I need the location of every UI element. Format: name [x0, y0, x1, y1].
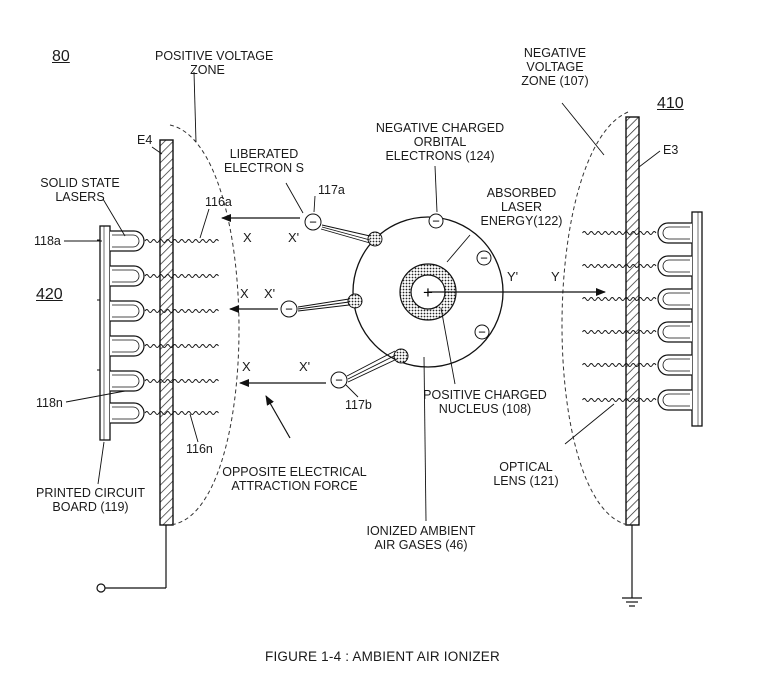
axis-x-top: X [243, 230, 252, 245]
ref-117a: 117a [318, 183, 345, 197]
laser-diode-left [110, 230, 145, 252]
axis-yp: Y' [507, 269, 519, 284]
laser-beam [582, 231, 657, 235]
ground-icon [622, 597, 642, 607]
printed-circuit-board-right [691, 211, 703, 427]
solid-state-lasers-right [657, 222, 692, 411]
ref-118n: 118n [36, 396, 63, 410]
laser-beams [144, 231, 657, 415]
laser-beam [582, 398, 657, 402]
ref-e3: E3 [663, 143, 679, 157]
solid-state-lasers-left [110, 230, 145, 424]
orbital-electron [428, 213, 444, 229]
figure-ref-420: 420 [36, 286, 63, 303]
laser-beam [582, 297, 657, 301]
liberated-electron [304, 213, 322, 231]
leader-lines [64, 71, 661, 522]
laser-beam [582, 264, 657, 268]
laser-diode-left [110, 300, 145, 322]
laser-beam [582, 330, 657, 334]
laser-diode-left [110, 370, 145, 392]
ionized-site [393, 348, 409, 364]
svg-text:−: − [478, 325, 486, 340]
ref-118a: 118a [34, 234, 61, 248]
axis-xp-top: X' [288, 230, 300, 245]
laser-diode-right [657, 321, 692, 343]
laser-beam [144, 379, 219, 383]
electrode-e3 [625, 116, 640, 526]
svg-text:−: − [335, 373, 343, 388]
laser-diode-left [110, 335, 145, 357]
positive-voltage-zone-outline [169, 124, 240, 526]
orbital-electron [476, 250, 492, 266]
laser-diode-right [657, 288, 692, 310]
ionized-site [367, 231, 383, 247]
laser-diode-right [657, 222, 692, 244]
figure-ref-410: 410 [657, 95, 684, 112]
figure-ref-80: 80 [52, 48, 70, 65]
laser-beam [144, 344, 219, 348]
laser-diode-right [657, 255, 692, 277]
negative-voltage-zone-outline [561, 111, 629, 526]
axis-y: Y [551, 269, 560, 284]
laser-beam [144, 309, 219, 313]
svg-text:−: − [309, 215, 317, 230]
laser-beam [582, 363, 657, 367]
ionized-site [347, 293, 363, 309]
svg-text:−: − [480, 251, 488, 266]
figure-caption: FIGURE 1-4 : AMBIENT AIR IONIZER [265, 649, 500, 664]
laser-beam [144, 411, 219, 415]
ref-116a: 116a [205, 195, 232, 209]
laser-diode-right [657, 389, 692, 411]
orbital-electron [474, 324, 490, 340]
laser-diode-right [657, 354, 692, 376]
axis-x-middle: X [240, 286, 249, 301]
svg-text:−: − [285, 302, 293, 317]
ref-116n: 116n [186, 442, 213, 456]
terminal-icon [96, 583, 106, 593]
laser-beam [144, 274, 219, 278]
ref-117b: 117b [345, 398, 372, 412]
laser-beam [144, 239, 219, 243]
electrode-e4 [159, 139, 174, 526]
axis-xp-bottom: X' [299, 359, 311, 374]
laser-diode-left [110, 265, 145, 287]
orbital-electrons: − − − [428, 213, 492, 340]
ref-e4: E4 [137, 133, 153, 147]
attraction-force-arrow [265, 395, 291, 439]
laser-diode-left [110, 402, 145, 424]
printed-circuit-board-left [99, 225, 111, 441]
liberated-electron [280, 300, 298, 318]
axis-xp-middle: X' [264, 286, 276, 301]
liberated-electron [330, 371, 348, 389]
svg-text:−: − [432, 214, 440, 229]
liberated-electrons: − − − [280, 213, 348, 389]
axis-x-bottom: X [242, 359, 251, 374]
electron-streaks [297, 224, 398, 383]
